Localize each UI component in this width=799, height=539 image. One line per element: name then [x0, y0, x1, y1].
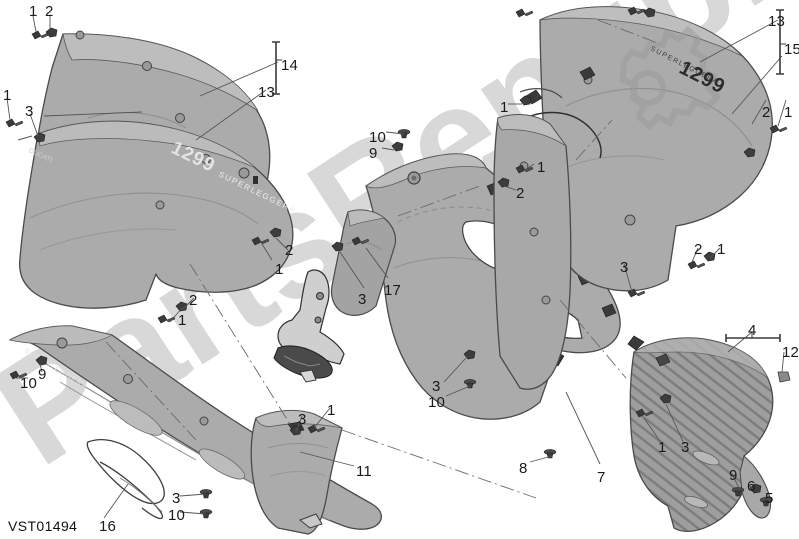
callout-number: 3: [620, 259, 629, 276]
dimension-brackets: [272, 9, 784, 342]
leader-lines: [6, 15, 787, 519]
callout-number: 1: [327, 402, 336, 419]
callout-number: 3: [681, 439, 690, 456]
part-right-upper-fairing: 1299 SUPERLEGGERA: [519, 6, 773, 292]
callout-number: 2: [694, 241, 703, 258]
figure-code: VST01494: [8, 518, 78, 534]
callout-number: 1: [500, 99, 509, 116]
callout-number: 4: [748, 322, 757, 339]
callout-number: 1: [784, 104, 793, 121]
callout-number: 9: [369, 145, 378, 162]
callout-number: 2: [762, 104, 771, 121]
callout-number: 1: [658, 439, 667, 456]
callout-number: 10: [369, 129, 387, 146]
callout-number: 1: [3, 87, 12, 104]
callout-number: 7: [597, 469, 606, 486]
callout-number: 3: [432, 378, 441, 395]
callout-number: 1: [717, 241, 726, 258]
callout-number: 14: [281, 57, 299, 74]
callout-number: 17: [384, 282, 402, 299]
callout-number: 16: [99, 518, 117, 535]
callout-number: 11: [356, 463, 372, 480]
callout-number: 5: [765, 490, 774, 507]
callout-number: 2: [189, 292, 198, 309]
callout-number: 2: [45, 3, 54, 20]
callout-number: 2: [285, 242, 294, 259]
callout-number: 12: [782, 344, 799, 361]
center-lines: [105, 19, 661, 499]
part-inner-duct-panel: [330, 209, 397, 316]
callout-number: 13: [768, 13, 786, 30]
part-lower-center-fairing: [250, 409, 343, 535]
callout-number: 3: [358, 291, 367, 308]
gear-icon: [619, 25, 722, 131]
callout-number: 15: [784, 41, 799, 58]
callout-number: 9: [729, 467, 738, 484]
part-winglet-blade: [86, 439, 165, 520]
callout-number: 3: [298, 411, 307, 428]
part-right-lower-fairing: [493, 113, 572, 390]
callout-number: 3: [25, 103, 34, 120]
callout-number: 1: [178, 312, 187, 329]
callout-number: 9: [38, 366, 47, 383]
callout-number: 1: [275, 261, 284, 278]
callout-number: 8: [519, 460, 528, 477]
callout-number: 3: [172, 490, 181, 507]
bracket-tick-marks: [276, 43, 786, 338]
callout-number: 1: [29, 3, 38, 20]
callout-number: 1: [537, 159, 546, 176]
callout-number: 13: [258, 84, 276, 101]
callout-number: 2: [516, 185, 525, 202]
callout-number: 10: [20, 375, 38, 392]
part-left-side-fairing: 1299 SUPERLEGGERA DUCATI: [17, 120, 298, 309]
callout-number: 10: [168, 507, 186, 524]
callout-number: 10: [428, 394, 446, 411]
callout-number: 6: [747, 478, 756, 495]
part-mounting-bracket: [273, 269, 345, 383]
